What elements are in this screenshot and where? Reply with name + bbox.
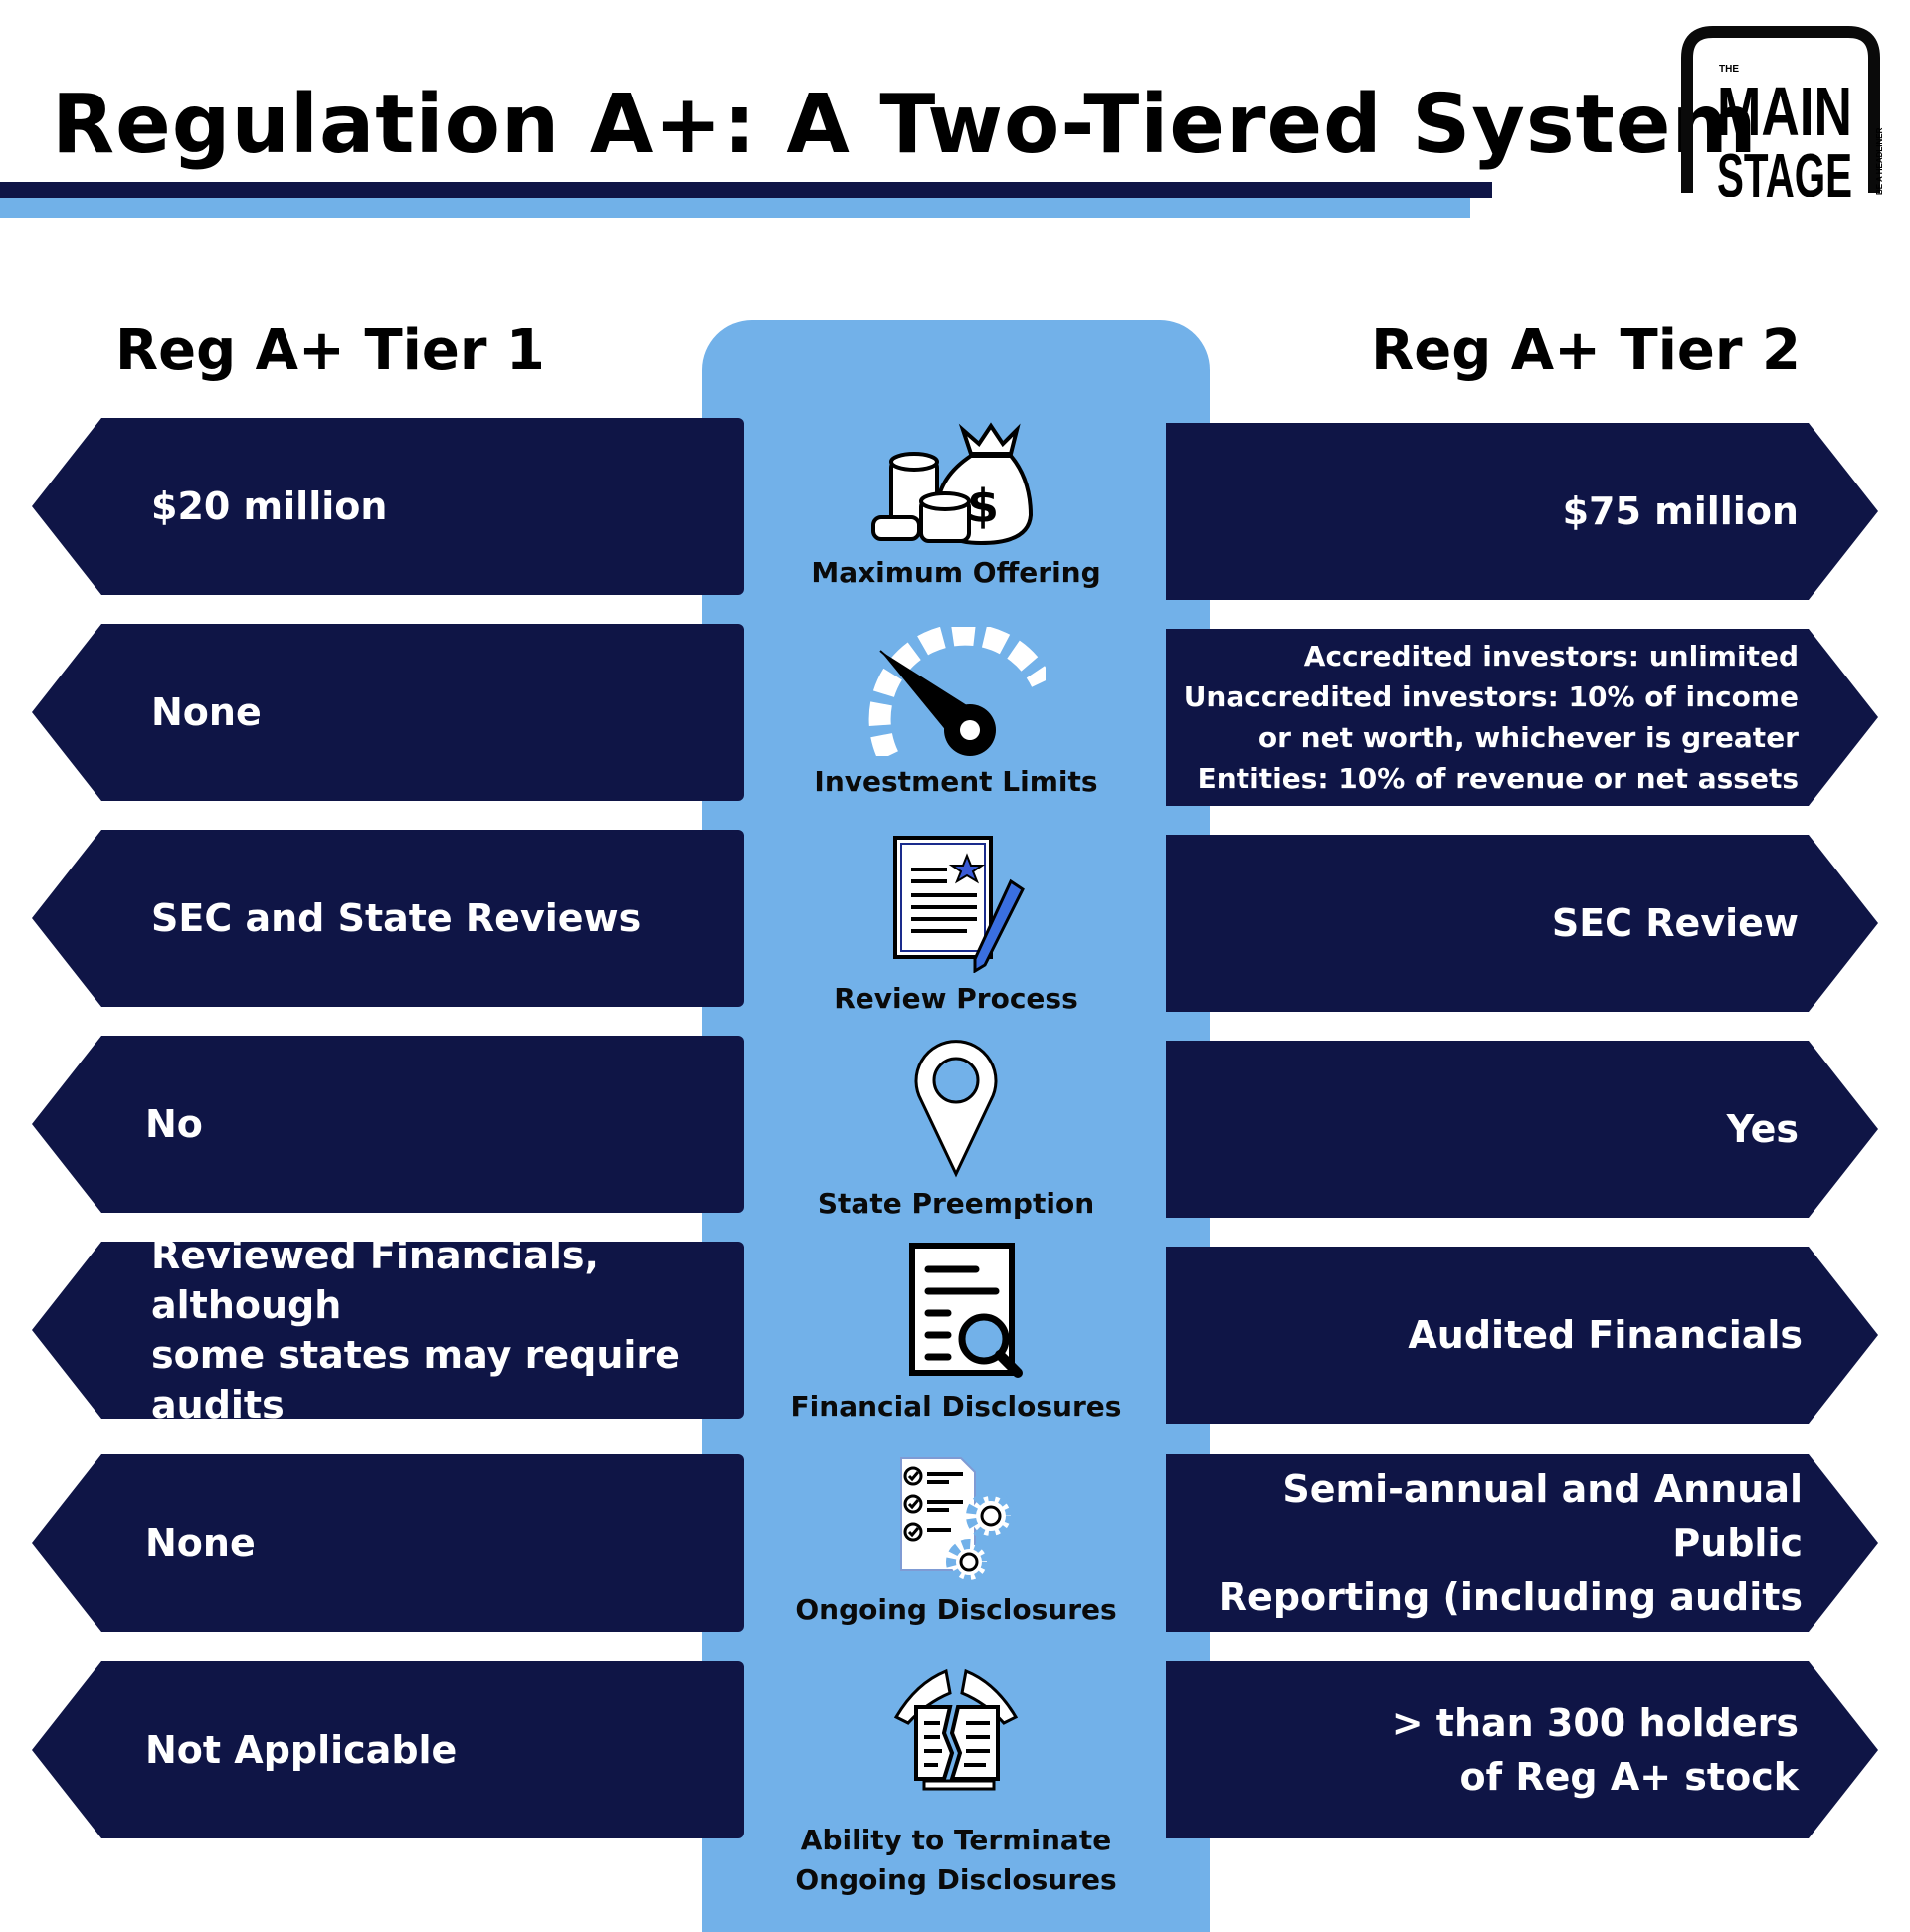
svg-text:$: $ [967,480,999,533]
gauge-icon [868,627,1046,756]
tier2-ongoing-disclosures-line1: Semi-annual and Annual Public [1282,1467,1803,1565]
tier2-review-process: SEC Review [1166,835,1878,1012]
label-financial-disclosures: Financial Disclosures [790,1390,1122,1423]
checklist-gears-icon [900,1457,1016,1584]
main-stage-logo: THE MAIN STAGE BE A HEADLINER [1679,24,1888,211]
tier2-investment-limits: Accredited investors: unlimited Unaccred… [1166,629,1878,806]
label-state-preemption: State Preemption [817,1187,1095,1220]
title-underline-light [0,198,1470,218]
tier2-terminate-disclosures-line2: of Reg A+ stock [1459,1755,1799,1799]
logo-line1: MAIN [1717,73,1852,150]
tier2-financial-disclosures: Audited Financials [1166,1247,1878,1424]
tier1-financial-disclosures-line2: some states may require audits [151,1333,680,1427]
criteria-terminate-disclosures: Ability to Terminate Ongoing Disclosures [702,1663,1210,1900]
label-review-process: Review Process [834,982,1078,1015]
tier2-ongoing-disclosures: Semi-annual and Annual Public Reporting … [1166,1454,1878,1632]
tier2-terminate-disclosures-line1: > than 300 holders [1391,1701,1799,1745]
tier2-financial-disclosures-text: Audited Financials [1408,1313,1803,1357]
tier1-heading: Reg A+ Tier 1 [115,318,545,383]
tier2-state-preemption: Yes [1166,1041,1878,1218]
criteria-max-offering: $ Maximum Offering [702,420,1210,593]
tier2-ongoing-disclosures-line2: Reporting (including audits [1218,1575,1803,1619]
tier1-financial-disclosures: Reviewed Financials, although some state… [32,1242,744,1419]
label-terminate-disclosures-line1: Ability to Terminate [800,1824,1112,1856]
tier1-terminate-disclosures: Not Applicable [32,1661,744,1838]
page-title: Regulation A+: A Two-Tiered System [52,78,1758,172]
tier2-review-process-text: SEC Review [1551,901,1799,945]
logo-small-text: THE [1719,64,1739,75]
tier2-investment-limits-line1: Accredited investors: unlimited [1303,640,1799,673]
tier2-investment-limits-line4: Entities: 10% of revenue or net assets [1197,762,1799,795]
tier2-terminate-disclosures: > than 300 holders of Reg A+ stock [1166,1661,1878,1838]
title-underline-dark [0,182,1492,198]
criteria-investment-limits: Investment Limits [702,627,1210,802]
location-pin-icon [914,1040,998,1178]
tier1-financial-disclosures-line1: Reviewed Financials, although [151,1234,599,1327]
criteria-state-preemption: State Preemption [702,1039,1210,1224]
tier2-investment-limits-line2: Unaccredited investors: 10% of income [1183,680,1799,713]
document-search-icon [909,1243,1023,1378]
tier2-investment-limits-line3: or net worth, whichever is greater [1257,721,1799,754]
tier2-heading: Reg A+ Tier 2 [1371,318,1801,383]
tier1-review-process-text: SEC and State Reviews [151,896,642,940]
tier2-max-offering-text: $75 million [1562,489,1799,533]
broken-document-icon [893,1668,1019,1791]
label-ongoing-disclosures: Ongoing Disclosures [795,1593,1117,1626]
tier1-investment-limits: None [32,624,744,801]
tier1-state-preemption-text: No [145,1102,203,1146]
document-pen-icon [893,836,1025,973]
label-investment-limits: Investment Limits [814,765,1098,798]
tier1-terminate-disclosures-text: Not Applicable [145,1728,458,1772]
tier1-max-offering: $20 million [32,418,744,595]
label-terminate-disclosures-line2: Ongoing Disclosures [795,1863,1117,1896]
criteria-ongoing-disclosures: Ongoing Disclosures [702,1454,1210,1630]
tier2-state-preemption-text: Yes [1726,1107,1799,1151]
logo-line2: STAGE [1717,142,1852,197]
money-bag-icon: $ [871,422,1034,546]
tier1-ongoing-disclosures-text: None [145,1521,256,1565]
label-max-offering: Maximum Offering [811,556,1101,589]
tier1-investment-limits-text: None [151,690,262,734]
tier1-review-process: SEC and State Reviews [32,830,744,1007]
tier1-max-offering-text: $20 million [151,484,388,528]
logo-tagline: BE A HEADLINER [1875,127,1884,195]
criteria-review-process: Review Process [702,834,1210,1019]
tier1-ongoing-disclosures: None [32,1454,744,1632]
criteria-financial-disclosures: Financial Disclosures [702,1242,1210,1427]
tier2-max-offering: $75 million [1166,423,1878,600]
tier1-state-preemption: No [32,1036,744,1213]
